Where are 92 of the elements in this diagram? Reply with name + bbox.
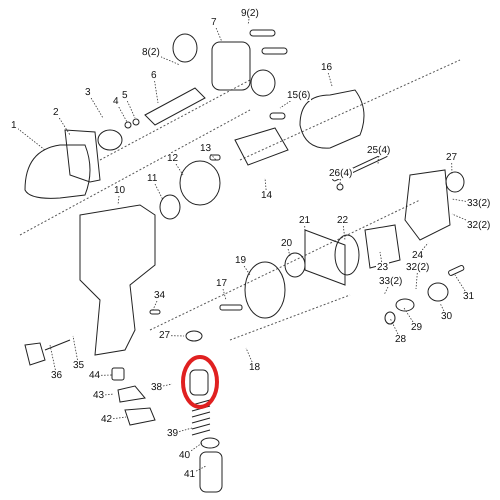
callout-number: 43 <box>92 390 106 401</box>
leader-line <box>190 442 202 452</box>
callout-number: 22 <box>336 215 350 226</box>
leader-line <box>112 416 126 420</box>
leader-line <box>178 428 192 432</box>
leader-line <box>342 226 346 240</box>
leader-line <box>72 336 78 360</box>
callout-number: 15(6) <box>286 90 312 101</box>
callout-number: 7 <box>210 17 218 28</box>
callout-number: 33(2) <box>466 198 492 209</box>
callout-number: 35 <box>72 360 86 371</box>
callout-number: 18 <box>248 362 262 373</box>
callout-number: 11 <box>146 173 158 184</box>
callout-number: 30 <box>440 311 454 322</box>
leader-line <box>384 286 388 296</box>
callout-number: 1 <box>10 120 18 131</box>
leader-line <box>152 300 158 312</box>
callout-number: 14 <box>260 190 274 201</box>
callout-number: 38 <box>150 382 164 393</box>
callout-number: 41 <box>183 469 196 480</box>
callout-number: 29 <box>410 322 424 333</box>
callout-number: 39 <box>166 428 180 439</box>
callout-number: 20 <box>280 238 294 249</box>
callout-number: 33(2) <box>378 276 404 287</box>
callout-number: 25(4) <box>366 145 392 156</box>
callout-number: 42 <box>100 414 114 425</box>
callout-number: 40 <box>178 450 192 461</box>
leader-line <box>100 374 112 376</box>
leader-line <box>378 156 379 166</box>
callout-number: 16 <box>320 62 334 73</box>
callout-number: 36 <box>50 370 64 381</box>
leader-line <box>328 72 332 86</box>
leader-line <box>50 344 56 370</box>
leader-line <box>304 226 306 236</box>
callout-number: 26(4) <box>328 168 354 179</box>
leader-line <box>154 184 164 200</box>
leader-line <box>422 242 428 250</box>
leader-line <box>170 335 184 336</box>
callout-number: 28 <box>394 334 408 345</box>
leader-line <box>222 288 226 300</box>
leader-line <box>404 308 414 322</box>
leader-line <box>248 18 250 26</box>
callout-number: 31 <box>462 291 476 302</box>
callout-number: 21 <box>298 215 312 226</box>
leader-line <box>104 394 114 396</box>
leader-line <box>160 56 180 66</box>
leader-line <box>416 272 418 290</box>
callout-number: 23 <box>376 262 390 273</box>
callout-number: 19 <box>234 255 248 266</box>
leader-line <box>440 302 444 312</box>
callout-number: 10 <box>113 185 126 196</box>
leader-line <box>244 266 250 276</box>
callout-number: 32(2) <box>466 220 492 231</box>
callout-number: 9(2) <box>240 8 260 19</box>
leader-line <box>380 252 382 262</box>
leader-line <box>176 164 184 176</box>
callout-number: 27 <box>158 330 172 341</box>
callout-number: 5 <box>121 90 129 101</box>
callout-number: 2 <box>52 107 60 118</box>
callout-number: 27 <box>445 152 458 163</box>
leader-line <box>340 178 341 186</box>
leader-line <box>210 154 216 160</box>
leader-line <box>246 348 252 362</box>
leader-line <box>126 100 136 118</box>
leader-line <box>264 178 266 190</box>
leader-line <box>216 28 222 42</box>
leader-line <box>118 196 120 206</box>
callout-number: 3 <box>84 87 92 98</box>
leader-line <box>452 198 466 202</box>
callout-number: 17 <box>215 278 228 289</box>
leader-line <box>451 162 452 176</box>
leader-line <box>90 98 104 118</box>
callout-number: 34 <box>153 290 166 301</box>
leader-line <box>118 106 128 122</box>
leader-line <box>454 274 466 292</box>
callout-number: 12 <box>166 153 180 164</box>
leader-line <box>17 128 46 150</box>
callout-number: 44 <box>88 370 102 381</box>
leader-line <box>280 100 291 108</box>
callout-number: 13 <box>199 143 212 154</box>
callout-number: 6 <box>150 70 158 81</box>
leader-line <box>390 318 398 334</box>
callout-number: 8(2) <box>141 47 161 58</box>
leader-line <box>154 80 158 104</box>
leader-line <box>452 214 466 220</box>
leader-line <box>162 384 172 386</box>
leader-line <box>196 466 206 472</box>
leader-line <box>288 248 290 256</box>
callout-number: 32(2) <box>405 262 430 273</box>
leader-line <box>58 118 70 136</box>
callout-number: 24 <box>411 250 424 261</box>
callout-number: 4 <box>112 96 120 107</box>
